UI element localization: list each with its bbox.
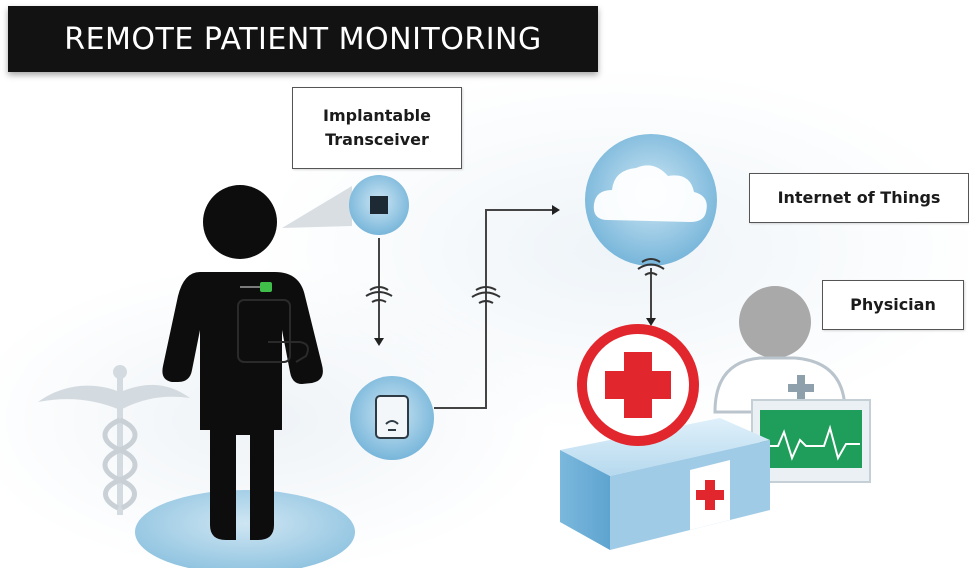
wifi-signal-icon [365, 286, 393, 303]
wifi-signal-icon [471, 286, 501, 304]
device-to-cloud-link [434, 205, 560, 409]
tablet-in-hand [237, 299, 309, 363]
cloud-icon [593, 165, 707, 222]
physician-label: Physician [822, 280, 964, 330]
internet-of-things-label: Internet of Things [749, 173, 969, 223]
implant-label-line2: Transceiver [325, 130, 429, 149]
sensor-chip-icon [370, 196, 388, 214]
physician-icon [713, 286, 847, 414]
implant-label-line1: Implantable [323, 106, 431, 125]
medical-cross-icon [577, 324, 699, 446]
page-title: REMOTE PATIENT MONITORING [8, 6, 598, 72]
hospital-box-icon [560, 418, 770, 550]
cloud-to-hospital-link [646, 268, 656, 326]
patient-figure [162, 185, 323, 540]
magnify-beam [282, 186, 352, 228]
caduceus-icon [38, 365, 190, 515]
sensor-green-icon [260, 282, 272, 292]
patient-floor-pad [135, 490, 355, 568]
implantable-transceiver-label: Implantable Transceiver [292, 87, 462, 169]
heart-monitor-icon [751, 399, 871, 483]
wifi-signal-icon [637, 258, 665, 276]
tablet-device-icon [375, 395, 409, 439]
